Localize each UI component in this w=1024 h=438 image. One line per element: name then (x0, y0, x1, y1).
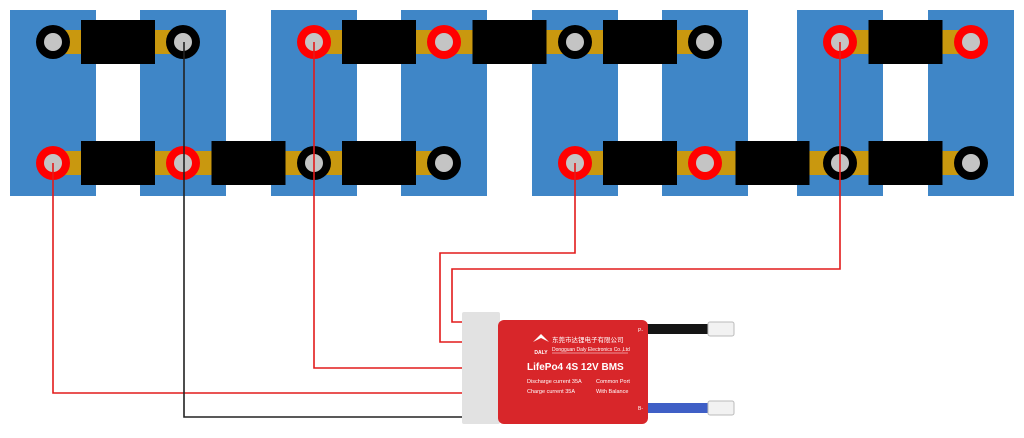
connector-block (735, 141, 810, 185)
terminal-post (566, 33, 584, 51)
black-sense-wire (183, 42, 462, 418)
logo-text: DALY (534, 350, 548, 356)
bms-output-cables (640, 321, 735, 416)
connector-block (342, 141, 416, 185)
daly-logo: DALY (533, 334, 549, 356)
b-minus-cable (640, 403, 710, 413)
connector-block (868, 141, 943, 185)
connector-block (81, 20, 155, 64)
red-sense-wire (313, 42, 462, 369)
terminal-p-label: P- (638, 328, 643, 334)
b-minus-connector (707, 400, 735, 416)
connector-block (603, 20, 677, 64)
terminal-post (696, 33, 714, 51)
spec-discharge: Discharge current 35A (527, 379, 582, 385)
connector-block (603, 141, 677, 185)
bms-title: LifePo4 4S 12V BMS (527, 362, 624, 373)
terminal-post (962, 154, 980, 172)
connector-block (211, 141, 286, 185)
p-minus-cable (640, 324, 710, 334)
spec-charge: Charge current 35A (527, 389, 575, 395)
red-sense-wire (439, 163, 576, 343)
red-sense-wire (52, 163, 462, 394)
terminal-post (44, 33, 62, 51)
p-minus-connector (707, 321, 735, 337)
terminal-post (962, 33, 980, 51)
bms-body (498, 320, 648, 424)
brand-english: Dongguan Daly Electronics Co.,Ltd (552, 347, 630, 353)
terminals (36, 25, 988, 180)
balance-wires (52, 42, 841, 418)
busbars (53, 20, 971, 185)
terminal-post (174, 154, 192, 172)
balance-connector-plug (462, 312, 500, 424)
connector-block (342, 20, 416, 64)
terminal-post (435, 33, 453, 51)
connector-block (472, 20, 547, 64)
connector-block (81, 141, 155, 185)
spec-balance: With Balance (596, 389, 628, 395)
connector-block (868, 20, 943, 64)
red-sense-wire (451, 42, 841, 323)
terminal-b-label: B- (638, 406, 643, 412)
brand-chinese: 东莞市达锂电子有限公司 (552, 335, 624, 344)
spec-port: Common Port (596, 379, 630, 385)
terminal-post (696, 154, 714, 172)
terminal-post (174, 33, 192, 51)
bms-board: DALY 东莞市达锂电子有限公司 Dongguan Daly Electroni… (462, 312, 735, 424)
terminal-post (435, 154, 453, 172)
